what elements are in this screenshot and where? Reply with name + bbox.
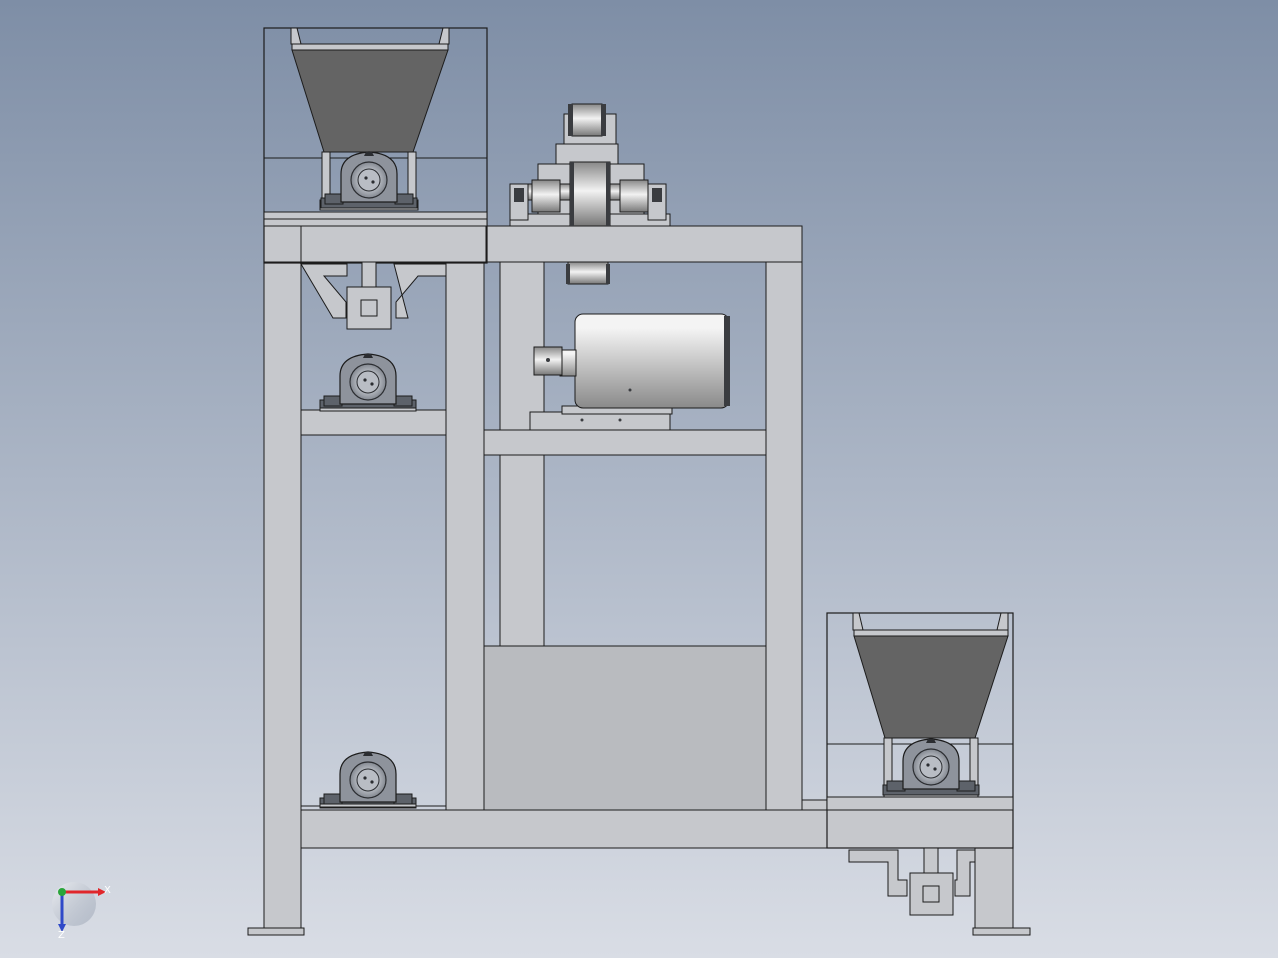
left-chute-arm-r — [393, 263, 447, 319]
frame-leg-right — [765, 261, 803, 811]
frame-foot-right — [972, 927, 1031, 936]
main-roller-rim-l — [570, 162, 574, 226]
right-chute-arm-l — [848, 849, 908, 897]
electric-motor[interactable] — [529, 313, 730, 431]
left-hopper-bracket-l — [290, 27, 302, 45]
axis-triad[interactable]: X Z — [52, 882, 111, 941]
axis-z-label: Z — [58, 930, 65, 941]
pillow-block-bearing[interactable] — [319, 751, 417, 809]
side-roller-left — [531, 179, 561, 213]
axis-z-arrow-head — [58, 924, 66, 932]
axis-x-arrow-head — [98, 888, 106, 896]
right-hopper-bracket-r — [996, 612, 1009, 631]
machine-frame[interactable] — [247, 225, 1031, 936]
frame-bottom-beam — [300, 809, 828, 849]
collection-box-body — [483, 645, 767, 811]
right-hopper-rim — [853, 629, 1009, 637]
axis-x-label: X — [104, 885, 111, 896]
frame-shelf-left — [300, 409, 447, 436]
top-roller-drive-assembly[interactable] — [509, 103, 671, 285]
main-roller — [569, 161, 611, 227]
drive-housing-top — [555, 143, 619, 165]
left-hopper-bracket-r — [438, 27, 450, 45]
collection-box[interactable] — [483, 645, 767, 811]
frame-foot-left — [247, 927, 305, 936]
axis-y-marker — [58, 888, 66, 896]
right-hopper-base-plate — [826, 796, 1014, 811]
frame-leg-left-inner — [445, 261, 485, 811]
left-feed-hopper[interactable] — [263, 27, 488, 264]
main-roller-rim-r — [606, 162, 610, 226]
top-roller-flange-l — [568, 104, 573, 136]
motor-end-cap — [724, 316, 730, 406]
left-outlet-chute[interactable] — [300, 261, 447, 330]
right-chute-stem — [923, 847, 939, 875]
motor-body — [574, 313, 730, 409]
right-hopper-housing — [826, 612, 1014, 849]
right-feed-hopper[interactable] — [826, 612, 1014, 849]
pillow-block-bearing[interactable] — [319, 353, 417, 412]
frame-top-beam-left — [263, 225, 487, 263]
frame-top-beam-right — [485, 225, 803, 263]
right-chute-arm-r — [954, 849, 976, 897]
motor-shaft-pulley — [533, 346, 563, 376]
frame-platform-right — [826, 809, 1014, 849]
left-chute-arm-l — [300, 263, 348, 319]
lower-roller — [567, 261, 609, 285]
left-chute-bore — [360, 299, 378, 317]
side-roller-right — [619, 179, 649, 213]
left-chute-stem — [361, 261, 377, 289]
right-outlet-chute[interactable] — [848, 847, 976, 916]
frame-leg-right-lower — [974, 847, 1014, 930]
top-roller — [571, 103, 603, 137]
frame-motor-beam — [483, 429, 767, 456]
top-roller-flange-r — [601, 104, 606, 136]
right-chute-bore — [922, 885, 940, 903]
left-hopper-rim — [291, 43, 449, 51]
frame-leg-left — [263, 225, 302, 930]
right-hopper-bracket-l — [852, 612, 864, 631]
axis-triad-sphere — [52, 882, 96, 926]
frame-platform-right-lip — [801, 799, 828, 811]
motor-base-plate — [529, 411, 671, 431]
